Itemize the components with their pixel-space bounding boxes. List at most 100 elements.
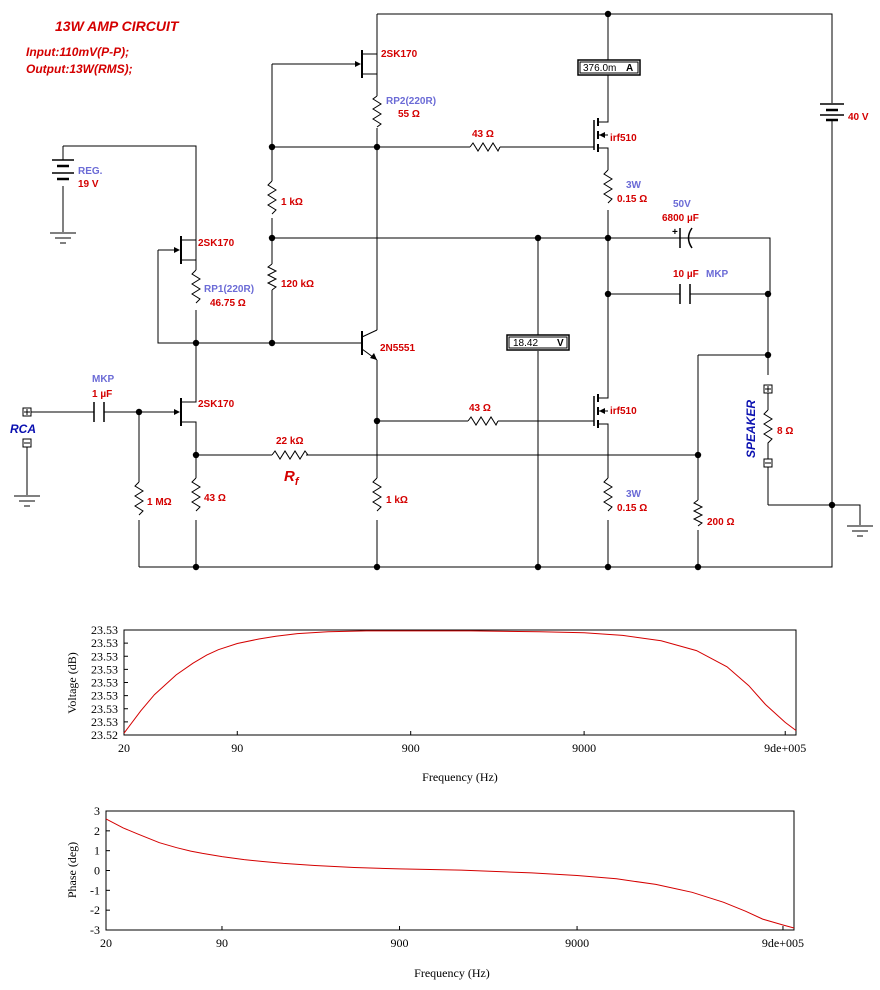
cap-plus-sign: + — [672, 227, 678, 238]
cap-in-value-label: 1 µF — [92, 389, 112, 400]
phase-ylabel: Phase (deg) — [65, 842, 79, 898]
input-note: Input:110mV(P-P); — [26, 45, 129, 59]
reg-value-label: 19 V — [78, 179, 99, 190]
rp2-name-label: RP2(220R) — [386, 96, 436, 107]
rp2-value-label: 55 Ω — [398, 109, 420, 120]
mosfet-bottom — [593, 388, 609, 434]
cap-big-voltage-label: 50V — [673, 199, 691, 210]
supply-battery-40v — [820, 103, 844, 122]
supply-voltage-label: 40 V — [848, 112, 869, 123]
resistor-1k-bottom — [372, 477, 382, 512]
ammeter-unit: A — [626, 63, 633, 74]
resistor-43-source — [191, 477, 201, 512]
resistor-43-gate-top — [469, 142, 501, 153]
speaker-value-label: 8 Ω — [777, 426, 793, 437]
y-tick-label: -3 — [90, 923, 100, 937]
x-tick-label: 20 — [118, 741, 130, 755]
output-note: Output:13W(RMS); — [26, 62, 133, 76]
y-tick-label: 23.52 — [91, 728, 118, 742]
y-tick-label: 23.53 — [91, 715, 118, 729]
y-tick-label: -1 — [90, 883, 100, 897]
rca-input-connector — [22, 407, 32, 448]
resistor-200 — [692, 499, 704, 527]
r-43-gate-top-label: 43 Ω — [472, 129, 494, 140]
resistor-120k — [266, 263, 278, 291]
r-1m-label: 1 MΩ — [147, 497, 172, 508]
y-tick-label: 23.53 — [91, 689, 118, 703]
x-tick-label: 20 — [100, 936, 112, 950]
voltage-xlabel: Frequency (Hz) — [422, 770, 498, 784]
ammeter-readout: 376.0m — [583, 63, 616, 74]
y-tick-label: 23.53 — [91, 649, 118, 663]
speaker-label: SPEAKER — [744, 400, 758, 458]
resistor-rs-bottom — [603, 477, 613, 512]
y-tick-label: 23.53 — [91, 636, 118, 650]
y-tick-label: 23.53 — [91, 623, 118, 637]
jfet-top-label: 2SK170 — [381, 49, 418, 60]
resistor-43-gate-bottom — [467, 416, 499, 427]
voltage-chart: 23.5323.5323.5323.5323.5323.5323.5323.53… — [65, 623, 806, 784]
jfet-input-label: 2SK170 — [198, 399, 235, 410]
capacitor-6800uf: + — [608, 227, 693, 249]
cap-in-type-label: MKP — [92, 374, 115, 385]
circuit-title: 13W AMP CIRCUIT — [55, 18, 180, 34]
y-tick-label: 0 — [94, 864, 100, 878]
ground-symbol-output — [847, 525, 873, 537]
phase-xlabel: Frequency (Hz) — [414, 966, 490, 980]
rs-top-power-label: 3W — [626, 180, 642, 191]
phase-curve — [105, 818, 795, 929]
x-tick-label: 90 — [231, 741, 243, 755]
ground-symbol-reg — [50, 232, 76, 244]
jfet-mid — [174, 236, 196, 264]
cap-10-value-label: 10 µF — [673, 269, 699, 280]
resistor-rp1 — [191, 269, 201, 304]
x-tick-label: 9000 — [565, 936, 589, 950]
phase-plot-frame — [105, 810, 795, 931]
capacitor-input — [93, 402, 112, 422]
reg-name-label: REG. — [78, 166, 103, 177]
y-tick-label: 1 — [94, 844, 100, 858]
r-1k-bottom-label: 1 kΩ — [386, 495, 408, 506]
rs-bottom-power-label: 3W — [626, 489, 642, 500]
r-200-label: 200 Ω — [707, 517, 734, 528]
jfet-top — [355, 50, 377, 78]
y-tick-label: 3 — [94, 804, 100, 818]
y-tick-label: -2 — [90, 903, 100, 917]
resistor-rs-top — [603, 169, 613, 204]
r-43-source-label: 43 Ω — [204, 493, 226, 504]
rp1-value-label: 46.75 Ω — [210, 298, 246, 309]
r-43-gate-bottom-label: 43 Ω — [469, 403, 491, 414]
r-1k-top-label: 1 kΩ — [281, 197, 303, 208]
ground-symbol-input — [14, 495, 40, 507]
bjt-label: 2N5551 — [380, 343, 415, 354]
resistor-22k-feedback — [271, 450, 309, 460]
x-tick-label: 9000 — [572, 741, 596, 755]
x-tick-label: 900 — [391, 936, 409, 950]
y-tick-label: 23.53 — [91, 702, 118, 716]
jfet-mid-label: 2SK170 — [198, 238, 235, 249]
x-tick-label: 900 — [402, 741, 420, 755]
resistor-1m — [134, 481, 144, 516]
resistor-rp2 — [372, 95, 382, 128]
mosfet-bottom-label: irf510 — [610, 406, 637, 417]
rp1-name-label: RP1(220R) — [204, 284, 254, 295]
voltmeter: 18.42 V — [506, 334, 570, 351]
voltage-ylabel: Voltage (dB) — [65, 652, 79, 713]
cap-10-type-label: MKP — [706, 269, 729, 280]
y-tick-label: 2 — [94, 824, 100, 838]
r-120k-label: 120 kΩ — [281, 279, 314, 290]
bjt-2n5551 — [358, 329, 378, 361]
speaker-load — [763, 384, 773, 470]
x-tick-label: 90 — [216, 936, 228, 950]
ammeter: 376.0m A — [577, 59, 641, 76]
voltmeter-readout: 18.42 — [513, 338, 538, 349]
voltage-curve — [123, 630, 797, 734]
mosfet-top-label: irf510 — [610, 133, 637, 144]
voltmeter-unit: V — [557, 338, 564, 349]
mosfet-top — [593, 104, 609, 160]
rs-bottom-value-label: 0.15 Ω — [617, 503, 647, 514]
x-tick-label: 9de+005 — [764, 741, 806, 755]
resistor-1k-top — [267, 180, 277, 215]
